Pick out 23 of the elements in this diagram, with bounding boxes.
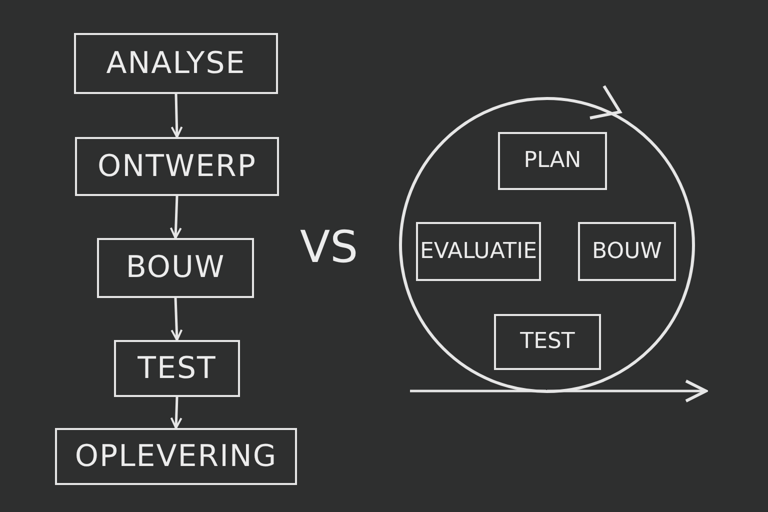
step-box bbox=[498, 132, 607, 190]
step-label: PLAN bbox=[524, 150, 582, 172]
arrow bbox=[170, 298, 183, 341]
step-label: BOUW bbox=[126, 253, 226, 283]
step-box bbox=[114, 340, 240, 397]
step-box bbox=[55, 428, 297, 485]
step-label: BOUW bbox=[592, 240, 662, 262]
step-label: TEST bbox=[138, 354, 216, 384]
step-box bbox=[494, 314, 601, 370]
versus-text: VS bbox=[300, 226, 358, 270]
step-label: EVALUATIE bbox=[420, 240, 538, 262]
arrow bbox=[170, 196, 182, 239]
arrow bbox=[170, 396, 182, 429]
step-box bbox=[578, 222, 676, 281]
step-label: ANALYSE bbox=[106, 48, 246, 78]
step-label: OPLEVERING bbox=[74, 442, 278, 472]
step-box bbox=[97, 238, 254, 298]
step-label: TEST bbox=[520, 331, 575, 353]
arrow bbox=[170, 94, 183, 138]
step-box bbox=[75, 137, 279, 196]
step-label: ONTWERP bbox=[98, 152, 256, 182]
step-box bbox=[74, 33, 278, 94]
step-box bbox=[416, 222, 541, 281]
